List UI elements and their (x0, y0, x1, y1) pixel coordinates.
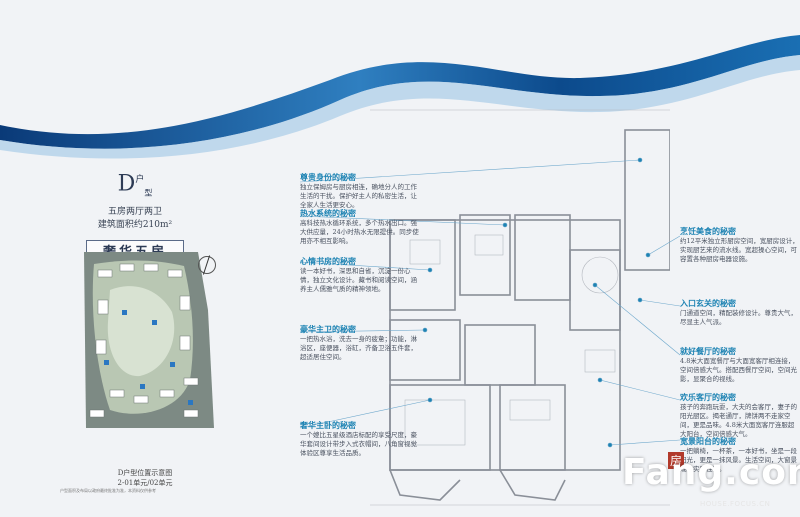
note-master-bath: 豪华主卫的秘密 一把热水浴，洗去一身的疲惫；功能，淋浴区，座便器，浴缸，齐备卫浴… (300, 324, 420, 362)
note-status: 尊贵身份的秘密 独立保姆房与厨房相连，确地分人的工作生活的干扰。保护好主人的私密… (300, 172, 420, 210)
note-title: 心情书房的秘密 (300, 256, 356, 266)
caption-units: 2-01单元/02单元 (117, 479, 173, 487)
unit-sup: 户 (135, 175, 145, 185)
note-title: 热水系统的秘密 (300, 208, 356, 218)
watermark-logo: Fang.com (622, 452, 800, 493)
site-plan-caption: D户型位置示意图 2-01单元/02单元 (80, 468, 210, 488)
note-master-bedroom: 奢华主卧的秘密 一个媲比五星级酒店标配的享受尺度，豪华套间设计带步入式衣帽间，八… (300, 420, 420, 458)
note-kitchen: 烹饪美食的秘密 约12平米独立形厨房空间，宽厨房设计，实现厨艺来的流水线。宽超操… (680, 226, 800, 264)
note-title: 烹饪美食的秘密 (680, 226, 736, 236)
note-body: 一把躺椅，一杯茶，一本好书，坐是一段阳光，更是一抹风景。生活空间，大窗景观，实用… (680, 447, 797, 473)
note-body: 独立保姆房与厨房相连，确地分人的工作生活的干扰。保护好主人的私密生活，让全家人生… (300, 183, 417, 209)
note-body: 一个媲比五星级酒店标配的享受尺度，豪华套间设计带步入式衣帽间，八角窗视觉体验区尊… (300, 431, 417, 457)
note-title: 就好餐厅的秘密 (680, 346, 736, 356)
note-title: 宽景阳台的秘密 (680, 436, 736, 446)
unit-type-label: D户型 (70, 168, 200, 206)
north-compass-icon (198, 256, 216, 274)
watermark-house-icon: 房 (668, 452, 685, 469)
note-title: 豪华主卫的秘密 (300, 324, 356, 334)
disclaimer: 户型面积及布局以政府最终批准为准，本资料仅供参考 (60, 488, 156, 493)
building-area: 建筑面积约210m² (97, 219, 173, 230)
note-hot-water: 热水系统的秘密 高科技热水循环系统，多个热水出口。强大供应量，24小时热水无限提… (300, 208, 420, 246)
note-body: 4.8米大面宽餐厅与大面宽客厅相连接，空间倍感大气。搭配西餐厅空间，空间光影，显… (680, 357, 797, 383)
note-body: 约12平米独立形厨房空间，宽厨房设计，实现厨艺来的流水线。宽超操心空间，可容置各… (680, 237, 799, 263)
note-body: 孩子的奔跑玩耍，大夫的会客厅，妻子的阳光厨区。揭老通厅，牌饼两不走家空间，更是品… (680, 403, 797, 438)
note-study: 心情书房的秘密 读一本好书，深思和自省，沉淀一份心情，独立文化设计。藏书和阅读空… (300, 256, 420, 294)
note-title: 尊贵身份的秘密 (300, 172, 356, 182)
note-body: 一把热水浴，洗去一身的疲惫；功能，淋浴区，座便器，浴缸，齐备卫浴五件套，超适居住… (300, 335, 417, 361)
site-plan-map (84, 252, 214, 428)
unit-letter: D (117, 171, 136, 197)
note-foyer: 入口玄关的秘密 门通道空间，精配装修设计。尊贵大气，尽显主人气派。 (680, 298, 800, 327)
watermark-url: HOUSE.FOCUS.CN (700, 500, 771, 508)
caption-title: D户型位置示意图 (117, 469, 173, 477)
note-dining: 就好餐厅的秘密 4.8米大面宽餐厅与大面宽客厅相连接，空间倍感大气。搭配西餐厅空… (680, 346, 800, 384)
note-balcony: 宽景阳台的秘密 一把躺椅，一杯茶，一本好书，坐是一段阳光，更是一抹风景。生活空间… (680, 436, 800, 474)
unit-summary: D户型 五房两厅两卫 建筑面积约210m² 奢华五房 (70, 168, 200, 262)
note-title: 欢乐客厅的秘密 (680, 392, 736, 402)
note-body: 高科技热水循环系统，多个热水出口。强大供应量，24小时热水无限提供。同步使用亦不… (300, 219, 419, 245)
note-title: 入口玄关的秘密 (680, 298, 736, 308)
note-living: 欢乐客厅的秘密 孩子的奔跑玩耍，大夫的会客厅，妻子的阳光厨区。揭老通厅，牌饼两不… (680, 392, 800, 439)
note-body: 读一本好书，深思和自省，沉淀一份心情，独立文化设计。藏书和阅读空间，涵养主人儒雅… (300, 267, 417, 293)
unit-sub: 型 (144, 188, 153, 198)
room-config: 五房两厅两卫 (107, 206, 162, 217)
note-body: 门通道空间，精配装修设计。尊贵大气，尽显主人气派。 (680, 309, 797, 326)
header-wave (0, 35, 800, 159)
note-title: 奢华主卧的秘密 (300, 420, 356, 430)
